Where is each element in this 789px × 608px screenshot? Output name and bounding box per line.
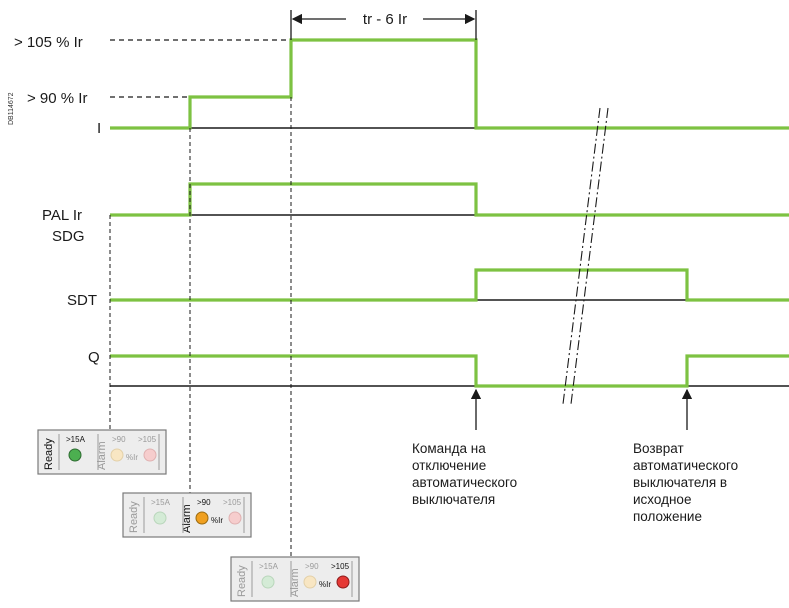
trip-led (228, 511, 242, 525)
signal-pal-label: PAL Ir (42, 207, 82, 224)
i-waveform (110, 38, 789, 130)
alarm-label: Alarm (181, 504, 193, 533)
figure-code: DB114672 (8, 92, 15, 125)
trip-led (143, 448, 157, 462)
threshold-15a-label: >15A (259, 562, 279, 571)
trip-led (336, 575, 350, 589)
threshold-15a-label: >15A (66, 435, 86, 444)
signal-sdt-label: SDT (67, 292, 97, 309)
percent-ir-label: %Ir (126, 453, 138, 462)
time-break-2 (570, 107, 609, 405)
ready-led (153, 511, 167, 525)
q-waveform (110, 354, 789, 388)
ready-label: Ready (128, 501, 140, 533)
alarm-label: Alarm (289, 568, 301, 597)
threshold-105-label: >105 (138, 435, 157, 444)
signal-i-label: I (97, 120, 101, 137)
level-high-label: > 105 % Ir (14, 34, 83, 51)
alarm-led (195, 511, 209, 525)
threshold-105-label: >105 (223, 498, 242, 507)
alarm-led (110, 448, 124, 462)
threshold-90-label: >90 (197, 498, 211, 507)
time-break-1 (562, 107, 601, 405)
alarm-led (303, 575, 317, 589)
percent-ir-label: %Ir (319, 580, 331, 589)
pal-waveform (110, 182, 789, 217)
threshold-15a-label: >15A (151, 498, 171, 507)
reset-annotation: Возврат автоматического выключателя в ис… (633, 441, 742, 524)
ready-led (68, 448, 82, 462)
threshold-90-label: >90 (112, 435, 126, 444)
sdt-waveform (110, 268, 789, 302)
trip-annotation: Команда на отключение автоматического вы… (412, 441, 521, 507)
signal-sdg-label: SDG (52, 228, 85, 245)
alarm-label: Alarm (96, 441, 108, 470)
threshold-105-label: >105 (331, 562, 350, 571)
ready-label: Ready (43, 438, 55, 470)
threshold-90-label: >90 (305, 562, 319, 571)
ready-label: Ready (236, 565, 248, 597)
duration-label: tr - 6 Ir (363, 11, 407, 28)
percent-ir-label: %Ir (211, 516, 223, 525)
level-mid-label: > 90 % Ir (27, 90, 87, 107)
ready-led (261, 575, 275, 589)
signal-q-label: Q (88, 349, 100, 366)
